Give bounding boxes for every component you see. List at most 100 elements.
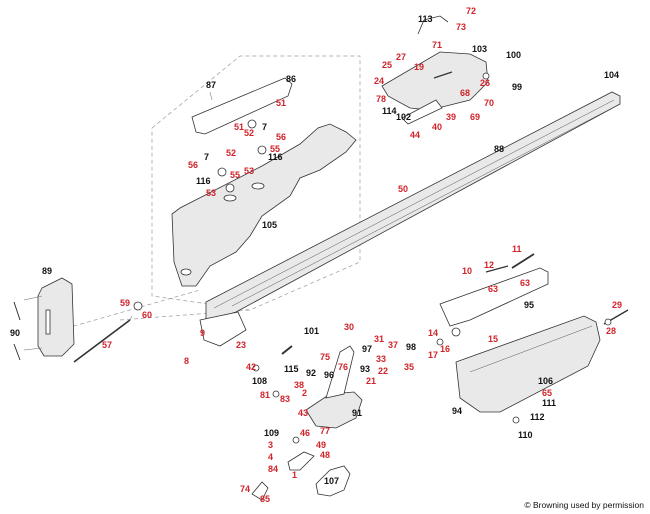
part-label: 89 bbox=[42, 266, 52, 276]
part-label: 59 bbox=[120, 298, 130, 308]
part-label: 55 bbox=[230, 170, 240, 180]
part-label: 100 bbox=[506, 50, 521, 60]
part-label: 116 bbox=[196, 176, 211, 186]
part-label: 44 bbox=[410, 130, 420, 140]
part-label: 9 bbox=[200, 328, 205, 338]
part-label: 39 bbox=[446, 112, 456, 122]
part-label: 107 bbox=[324, 476, 339, 486]
part-label: 52 bbox=[226, 148, 236, 158]
part-label: 70 bbox=[484, 98, 494, 108]
part-label: 110 bbox=[518, 430, 533, 440]
part-label: 114 bbox=[382, 106, 397, 116]
part-label: 63 bbox=[520, 278, 530, 288]
part-label: 69 bbox=[470, 112, 480, 122]
part-label: 53 bbox=[244, 166, 254, 176]
part-label: 8 bbox=[184, 356, 189, 366]
stock-bolt bbox=[73, 319, 131, 363]
part-label: 112 bbox=[530, 412, 545, 422]
part-label: 16 bbox=[440, 344, 450, 354]
part-label: 43 bbox=[298, 408, 308, 418]
part-label: 24 bbox=[374, 76, 384, 86]
part-label: 52 bbox=[244, 128, 254, 138]
part-label: 91 bbox=[352, 408, 362, 418]
part-label: 113 bbox=[418, 14, 433, 24]
part-label: 81 bbox=[260, 390, 270, 400]
part-label: 98 bbox=[406, 342, 416, 352]
part-label: 49 bbox=[316, 440, 326, 450]
part-label: 103 bbox=[472, 44, 487, 54]
part-label: 65 bbox=[542, 388, 552, 398]
part-label: 71 bbox=[432, 40, 442, 50]
cheek-piece bbox=[191, 77, 293, 135]
part-label: 75 bbox=[320, 352, 330, 362]
part-label: 104 bbox=[604, 70, 619, 80]
part-label: 92 bbox=[306, 368, 316, 378]
part-label: 109 bbox=[264, 428, 279, 438]
part-label: 94 bbox=[452, 406, 462, 416]
part-label: 10 bbox=[462, 266, 472, 276]
part-label: 3 bbox=[268, 440, 273, 450]
part-label: 76 bbox=[338, 362, 348, 372]
part-label: 29 bbox=[612, 300, 622, 310]
pad-screws bbox=[13, 295, 43, 361]
part-label: 93 bbox=[360, 364, 370, 374]
part-label: 115 bbox=[284, 364, 299, 374]
part-label: 102 bbox=[396, 112, 411, 122]
part-label: 57 bbox=[102, 340, 112, 350]
part-label: 11 bbox=[512, 244, 522, 254]
part-label: 33 bbox=[376, 354, 386, 364]
part-label: 88 bbox=[494, 144, 504, 154]
part-label: 111 bbox=[542, 398, 556, 408]
part-label: 72 bbox=[466, 6, 476, 16]
part-label: 101 bbox=[304, 326, 319, 336]
part-label: 97 bbox=[362, 344, 372, 354]
part-label: 56 bbox=[276, 132, 286, 142]
part-label: 35 bbox=[404, 362, 414, 372]
part-label: 48 bbox=[320, 450, 330, 460]
part-label: 105 bbox=[262, 220, 277, 230]
part-label: 46 bbox=[300, 428, 310, 438]
copyright-notice: © Browning used by permission bbox=[524, 500, 644, 510]
part-label: 116 bbox=[268, 152, 283, 162]
part-label: 84 bbox=[268, 464, 278, 474]
part-label: 21 bbox=[366, 376, 376, 386]
part-label: 56 bbox=[188, 160, 198, 170]
part-label: 25 bbox=[382, 60, 392, 70]
part-label: 37 bbox=[388, 340, 398, 350]
part-label: 53 bbox=[206, 188, 216, 198]
part-label: 85 bbox=[260, 494, 270, 504]
part-label: 87 bbox=[206, 80, 216, 90]
part-label: 83 bbox=[280, 394, 290, 404]
part-label: 77 bbox=[320, 426, 330, 436]
part-label: 7 bbox=[204, 152, 209, 162]
part-label: 63 bbox=[488, 284, 498, 294]
part-label: 28 bbox=[606, 326, 616, 336]
part-label: 51 bbox=[276, 98, 286, 108]
part-label: 90 bbox=[10, 328, 20, 338]
part-label: 30 bbox=[344, 322, 354, 332]
part-label: 1 bbox=[292, 470, 297, 480]
top-receiver bbox=[381, 51, 489, 111]
part-label: 4 bbox=[268, 452, 273, 462]
part-label: 74 bbox=[240, 484, 250, 494]
part-label: 106 bbox=[538, 376, 553, 386]
part-label: 68 bbox=[460, 88, 470, 98]
part-label: 15 bbox=[488, 334, 498, 344]
small-parts bbox=[133, 72, 612, 444]
recoil-pad bbox=[37, 277, 75, 357]
part-label: 60 bbox=[142, 310, 152, 320]
trigger-guard bbox=[315, 465, 351, 497]
part-label: 78 bbox=[376, 94, 386, 104]
part-label: 2 bbox=[302, 388, 307, 398]
part-label: 40 bbox=[432, 122, 442, 132]
part-label: 31 bbox=[374, 334, 384, 344]
part-label: 26 bbox=[480, 78, 490, 88]
part-label: 42 bbox=[246, 362, 256, 372]
part-label: 95 bbox=[524, 300, 534, 310]
part-label: 73 bbox=[456, 22, 466, 32]
part-label: 7 bbox=[262, 122, 267, 132]
part-label: 19 bbox=[414, 62, 424, 72]
part-label: 12 bbox=[484, 260, 494, 270]
